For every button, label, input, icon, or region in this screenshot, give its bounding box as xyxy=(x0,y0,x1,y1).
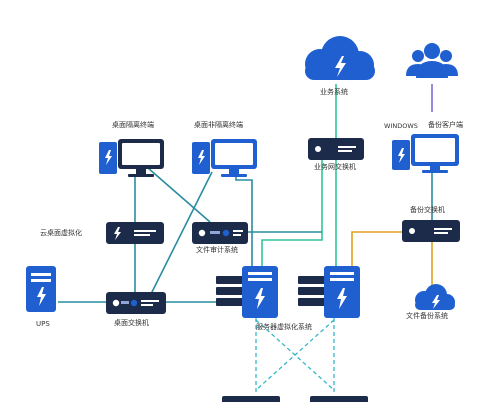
desktop-non-isolated-terminal-icon xyxy=(192,139,257,177)
backup-switch-icon xyxy=(402,220,460,242)
link-non-isolated-terminal-to-server xyxy=(235,172,253,268)
desktop-isolated-terminal-icon xyxy=(99,139,164,177)
connections xyxy=(58,84,433,303)
server-right-icon xyxy=(298,266,360,318)
ups-icon xyxy=(26,266,56,312)
desktop-switch-icon xyxy=(106,292,166,314)
link-isolated-terminal-to-audit-switch xyxy=(147,167,211,223)
cloud-desktop-switch-icon xyxy=(106,222,164,244)
business-switch-icon xyxy=(308,138,364,160)
server-virtualization-system-label: 服务器虚拟化系统 xyxy=(256,323,312,331)
backup-switch-label: 备份交换机 xyxy=(410,206,445,214)
ups-label: UPS xyxy=(36,320,50,328)
desktop-non-isolated-terminal-label: 桌面非隔离终端 xyxy=(194,121,243,129)
windows-label: WINDOWS xyxy=(384,122,418,130)
backup-client-terminal-icon xyxy=(392,134,459,173)
business-switch-label: 业务网交换机 xyxy=(314,163,356,171)
desktop-switch-label: 桌面交换机 xyxy=(114,319,149,327)
link-backup-switch-to-server xyxy=(351,231,402,268)
backup-client-label: 备份客户端 xyxy=(428,121,463,129)
users-group-icon xyxy=(406,43,458,78)
business-system-label: 业务系统 xyxy=(320,88,348,96)
file-audit-system-label: 文件审计系统 xyxy=(196,246,238,254)
file-audit-switch-icon xyxy=(192,222,248,244)
file-backup-system-label: 文件备份系统 xyxy=(406,312,448,320)
file-backup-cloud-icon xyxy=(415,284,455,310)
storage-links xyxy=(255,318,335,392)
cloud-desktop-virtualization-label: 云桌面虚拟化 xyxy=(40,229,82,237)
link-non-isolated-terminal-to-desktop-switch xyxy=(149,171,213,297)
server-left-icon xyxy=(216,266,278,318)
business-cloud-icon xyxy=(305,36,375,80)
link-business-switch-to-server-left xyxy=(261,160,323,268)
desktop-isolated-terminal-label: 桌面隔离终端 xyxy=(112,121,154,129)
storage-devices xyxy=(222,396,368,402)
